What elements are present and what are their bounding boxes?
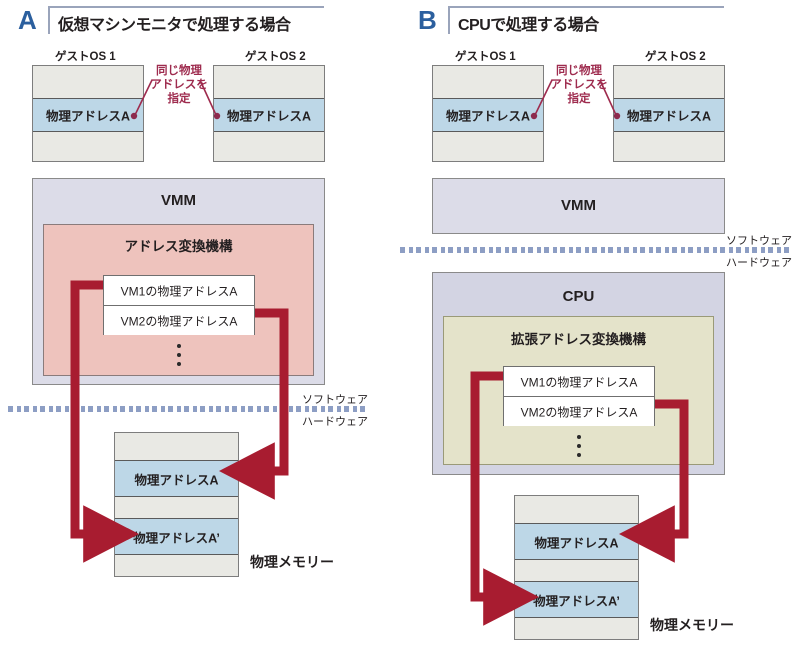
panel-letter: B: [418, 5, 437, 35]
vm-entry-row: VM1の物理アドレスA: [104, 276, 254, 305]
page-title: CPUで処理する場合: [458, 17, 599, 34]
guest-os-1-box: 物理アドレスA: [432, 65, 544, 162]
panel-a: A 仮想マシンモニタで処理する場合 ゲストOS 1 物理アドレスA ゲストOS …: [8, 6, 368, 577]
memory-row-gray: [115, 497, 238, 518]
vm-entry-ellipsis: [577, 435, 581, 462]
annotation-line-3: 指定: [167, 93, 191, 105]
guest-os-1-label: ゲストOS 1: [55, 51, 116, 63]
panel-a-header: A 仮想マシンモニタで処理する場合: [14, 6, 344, 36]
guest-os-2-row-top: [214, 66, 324, 98]
extended-address-translator-caption: 拡張アドレス変換機構: [511, 332, 646, 347]
vm-entry-table: VM1の物理アドレスA VM2の物理アドレスA: [503, 366, 655, 426]
annotation-line-2: アドレスを: [550, 79, 608, 91]
annotation-line-2: アドレスを: [150, 79, 208, 91]
memory-address-a-label: 物理アドレスA: [134, 473, 219, 487]
memory-address-a-label: 物理アドレスA: [534, 536, 619, 550]
vmm-caption: VMM: [561, 197, 596, 214]
memory-address-a-prime-label: 物理アドレスA’: [133, 531, 220, 545]
annotation-line-1: 同じ物理: [556, 65, 602, 77]
header-vertical-rule: [448, 6, 450, 34]
guest-os-1-address-label: 物理アドレスA: [445, 109, 531, 124]
vm-entry-label: VM1の物理アドレスA: [520, 375, 638, 389]
annotation-same-physical-address: 同じ物理 アドレスを 指定: [146, 64, 212, 106]
hardware-label: ハードウェア: [726, 257, 792, 269]
vm-entry-row: VM2の物理アドレスA: [504, 396, 654, 426]
guest-os-2-address-row: 物理アドレスA: [614, 98, 724, 132]
physical-memory-box: 物理アドレスA 物理アドレスA’: [114, 432, 239, 577]
cpu-caption: CPU: [562, 288, 595, 305]
guest-os-1-address-row: 物理アドレスA: [33, 98, 143, 132]
guest-os-2-row-bottom: [214, 132, 324, 161]
vm-entry-label: VM2の物理アドレスA: [520, 405, 638, 419]
memory-row-gray: [115, 555, 238, 576]
memory-row-address-a-prime: 物理アドレスA’: [515, 581, 638, 618]
memory-row-gray: [115, 433, 238, 460]
vmm-caption: VMM: [161, 192, 196, 209]
guest-os-1-row-bottom: [433, 132, 543, 161]
software-label: ソフトウェア: [302, 394, 368, 406]
memory-row-gray: [515, 618, 638, 639]
physical-memory-label: 物理メモリー: [250, 554, 334, 570]
guest-os-2-label: ゲストOS 2: [245, 51, 306, 63]
vm-entry-table: VM1の物理アドレスA VM2の物理アドレスA: [103, 275, 255, 335]
guest-os-2-address-label: 物理アドレスA: [226, 109, 312, 124]
vm-entry-label: VM1の物理アドレスA: [120, 284, 238, 298]
guest-os-1-box: 物理アドレスA: [32, 65, 144, 162]
vmm-box: VMM: [432, 178, 725, 234]
header-rule: [448, 6, 724, 8]
memory-row-gray: [515, 560, 638, 581]
guest-os-2-address-row: 物理アドレスA: [214, 98, 324, 132]
memory-row-address-a: 物理アドレスA: [515, 523, 638, 560]
guest-os-2-address-label: 物理アドレスA: [626, 109, 712, 124]
guest-os-2-box: 物理アドレスA: [613, 65, 725, 162]
software-label: ソフトウェア: [726, 235, 792, 247]
guest-os-1-row-top: [33, 66, 143, 98]
panel-letter: A: [18, 5, 37, 35]
memory-row-address-a-prime: 物理アドレスA’: [115, 518, 238, 555]
memory-row-gray: [515, 496, 638, 523]
guest-os-2-row-top: [614, 66, 724, 98]
guest-os-1-address-row: 物理アドレスA: [433, 98, 543, 132]
vm-entry-row: VM1の物理アドレスA: [504, 367, 654, 396]
header-vertical-rule: [48, 6, 50, 34]
panel-b-header: B CPUで処理する場合: [414, 6, 744, 36]
vm-entry-label: VM2の物理アドレスA: [120, 314, 238, 328]
guest-os-1-label: ゲストOS 1: [455, 51, 516, 63]
software-hardware-divider: [400, 247, 792, 253]
page-title: 仮想マシンモニタで処理する場合: [58, 17, 291, 34]
annotation-same-physical-address: 同じ物理 アドレスを 指定: [546, 64, 612, 106]
guest-os-2-row-bottom: [614, 132, 724, 161]
vm-entry-row: VM2の物理アドレスA: [104, 305, 254, 335]
annotation-line-3: 指定: [567, 93, 591, 105]
physical-memory-label: 物理メモリー: [650, 617, 734, 633]
guest-os-1-row-top: [433, 66, 543, 98]
hardware-label: ハードウェア: [302, 416, 368, 428]
guest-os-2-label: ゲストOS 2: [645, 51, 706, 63]
panel-b: B CPUで処理する場合 ゲストOS 1 物理アドレスA ゲストOS 2 物理ア…: [400, 0, 800, 647]
memory-address-a-prime-label: 物理アドレスA’: [533, 594, 620, 608]
software-hardware-divider: [8, 406, 368, 412]
physical-memory-box: 物理アドレスA 物理アドレスA’: [514, 495, 639, 640]
address-translator-caption: アドレス変換機構: [124, 239, 233, 254]
guest-os-2-box: 物理アドレスA: [213, 65, 325, 162]
memory-row-address-a: 物理アドレスA: [115, 460, 238, 497]
guest-os-1-row-bottom: [33, 132, 143, 161]
guest-os-1-address-label: 物理アドレスA: [45, 109, 131, 124]
header-rule: [48, 6, 324, 8]
vm-entry-ellipsis: [177, 344, 181, 371]
annotation-line-1: 同じ物理: [156, 65, 202, 77]
